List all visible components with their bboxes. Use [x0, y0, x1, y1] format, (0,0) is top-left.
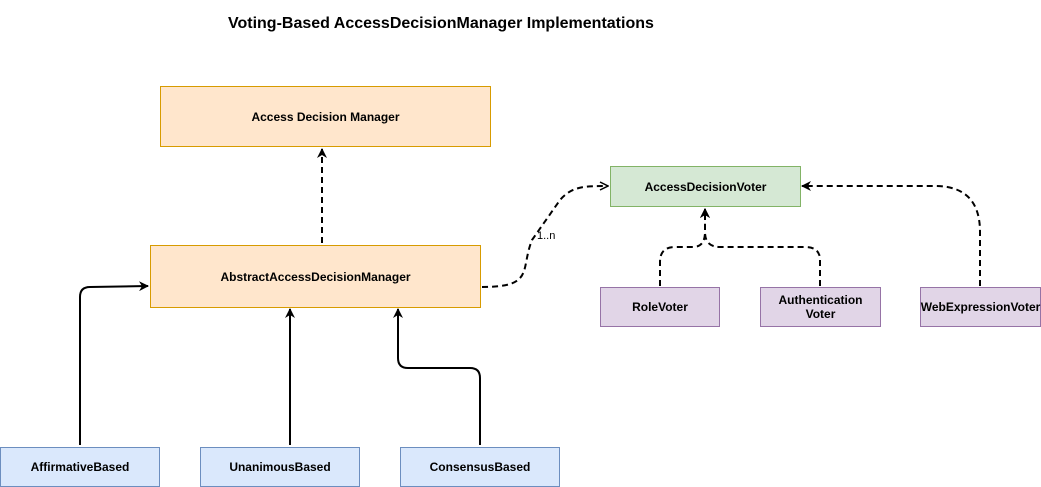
multiplicity-label: 1..n — [537, 230, 556, 242]
node-web-expression-voter: WebExpressionVoter — [920, 287, 1041, 327]
node-access-decision-voter: AccessDecisionVoter — [610, 166, 801, 207]
edge-rolevoter-to-voter — [659, 208, 710, 286]
node-affirmative-based: AffirmativeBased — [0, 447, 160, 487]
node-authentication-voter: Authentication Voter — [760, 287, 881, 327]
edge-abstract-to-voter — [481, 186, 608, 288]
node-role-voter: RoleVoter — [600, 287, 720, 327]
edge-webexprvoter-to-voter — [801, 181, 981, 286]
node-access-decision-manager: Access Decision Manager — [160, 86, 491, 147]
diagram-title: Voting-Based AccessDecisionManager Imple… — [228, 15, 654, 32]
edge-consensus-to-abstract — [393, 308, 481, 445]
node-consensus-based: ConsensusBased — [400, 447, 560, 487]
edge-authvoter-to-voter — [700, 208, 821, 286]
node-unanimous-based: UnanimousBased — [200, 447, 360, 487]
edge-affirmative-to-abstract — [79, 281, 149, 445]
node-abstract-access-decision-manager: AbstractAccessDecisionManager — [150, 245, 481, 308]
